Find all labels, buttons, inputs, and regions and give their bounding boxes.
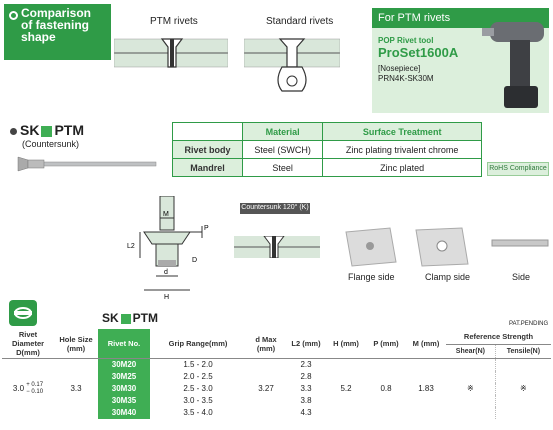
nosepiece-model: PRN4K-SK30M — [378, 74, 434, 83]
material-header: Material — [241, 122, 324, 141]
flange-side-caption: Flange side — [348, 272, 395, 282]
shear-header: Shear(N) — [446, 344, 496, 359]
h-value: 5.2 — [340, 384, 352, 394]
dim-h: H — [164, 294, 169, 300]
hole-value: 3.3 — [70, 384, 82, 394]
p-value: 0.8 — [380, 384, 392, 394]
hole-header: Hole Size (mm) — [54, 329, 98, 359]
d-value: 3.27 — [258, 384, 274, 394]
table-row: 30M35 3.0 - 3.5 3.8 — [2, 394, 551, 407]
l2-header: L2 (mm) — [286, 329, 326, 359]
dim-small-d: d — [164, 269, 168, 276]
table-row: Rivet body Steel (SWCH) Zinc plating tri… — [172, 140, 482, 159]
tool-panel: For PTM rivets POP Rivet tool ProSet1600… — [372, 8, 549, 113]
dim-d: D — [192, 257, 197, 264]
h-header: H (mm) — [326, 329, 366, 359]
product-subtitle: (Countersunk) — [22, 139, 80, 149]
rivet-tool-image — [482, 22, 544, 108]
nosepiece-label: [Nosepiece] — [378, 64, 421, 73]
spec-table: Rivet Diameter D(mm) Hole Size (mm) Rive… — [2, 329, 551, 419]
table-row: 30M30 2.5 - 3.0 3.3 — [2, 382, 551, 395]
rivet-product-image — [17, 156, 157, 172]
dim-p: P — [204, 225, 209, 232]
patent-pending-label: PAT.PENDING — [509, 321, 549, 327]
product-category-icon — [9, 300, 37, 326]
dim-l2: L2 — [127, 243, 135, 250]
m-header: M (mm) — [406, 329, 446, 359]
green-square-icon — [120, 313, 131, 324]
ptm-rivets-label: PTM rivets — [150, 16, 198, 27]
diameter-header: Rivet Diameter D(mm) — [2, 329, 54, 359]
clamp-side-caption: Clamp side — [425, 272, 471, 282]
side-image — [491, 239, 549, 247]
comparison-title: Comparison of fastening shape — [21, 6, 92, 44]
clamp-side-image — [415, 227, 469, 267]
bullet-icon — [10, 127, 17, 135]
m-value: 1.83 — [418, 384, 434, 394]
table-row: 3.0 + 0.17 − 0.10 3.3 30M20 1.5 - 2.0 3.… — [2, 358, 551, 419]
circle-bullet-icon — [9, 11, 18, 20]
rivet-no-header: Rivet No. — [98, 329, 150, 359]
materials-header-blank — [172, 122, 243, 141]
side-caption: Side — [512, 272, 531, 282]
countersunk-cross-section — [234, 236, 320, 258]
flange-side-image — [345, 227, 397, 267]
shear-value: ※ — [467, 384, 474, 394]
diameter-value: 3.0 + 0.17 − 0.10 — [12, 381, 44, 395]
surface-treatment-header: Surface Treatment — [322, 122, 482, 141]
rohs-badge: RoHS Compliance — [487, 162, 549, 176]
tensile-header: Tensile(N) — [494, 344, 551, 359]
standard-rivet-fastened-illustration — [244, 38, 340, 92]
materials-table: Material Surface Treatment Rivet body St… — [172, 122, 482, 177]
ptm-rivet-fastened-illustration — [114, 38, 228, 68]
tool-type: POP Rivet tool — [378, 36, 434, 45]
grip-header: Grip Range(mm) — [150, 329, 246, 359]
p-header: P (mm) — [366, 329, 406, 359]
table-row: 30M25 2.0 - 2.5 2.8 — [2, 370, 551, 383]
countersunk-label: Countersunk 120° (K) — [240, 203, 310, 214]
tool-model: ProSet1600A — [378, 45, 459, 60]
table-row: Mandrel Steel Zinc plated — [172, 158, 482, 177]
reference-strength-header: Reference Strength — [446, 329, 551, 346]
dim-m: M — [163, 211, 169, 218]
d-header: d Max (mm) — [246, 329, 286, 359]
standard-rivets-label: Standard rivets — [266, 16, 334, 27]
tensile-value: ※ — [494, 358, 551, 419]
green-square-icon — [41, 125, 53, 137]
comparison-banner: Comparison of fastening shape — [4, 4, 111, 60]
table-row: 30M40 3.5 - 4.0 4.3 — [2, 406, 551, 419]
rivet-dimension-diagram: M P L2 D d H — [127, 196, 209, 300]
